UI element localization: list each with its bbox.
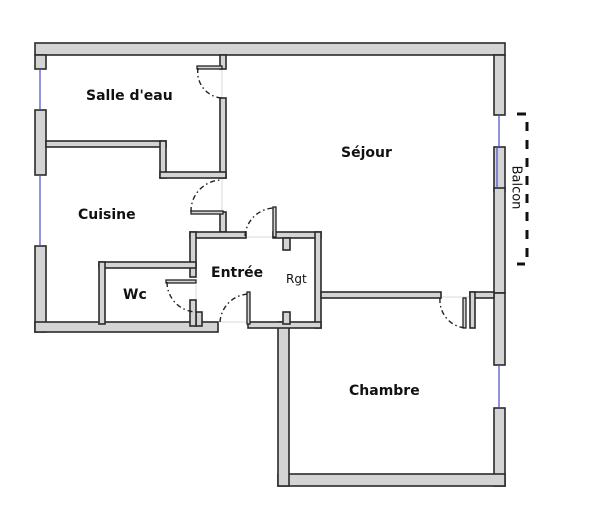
room-label-entree: Entrée	[211, 265, 264, 281]
walls	[34, 42, 506, 487]
room-label-sejour: Séjour	[341, 145, 392, 161]
room-label-balcon: Balcon	[508, 165, 524, 210]
room-label-rgt: Rgt	[286, 272, 307, 286]
room-label-salle-deau: Salle d'eau	[86, 88, 173, 104]
room-label-cuisine: Cuisine	[78, 207, 136, 223]
room-label-chambre: Chambre	[349, 383, 420, 399]
windows	[39, 69, 500, 408]
room-label-wc: Wc	[123, 287, 147, 303]
doors	[165, 65, 467, 329]
door-openings	[195, 68, 470, 325]
balcony-outline	[517, 112, 529, 266]
